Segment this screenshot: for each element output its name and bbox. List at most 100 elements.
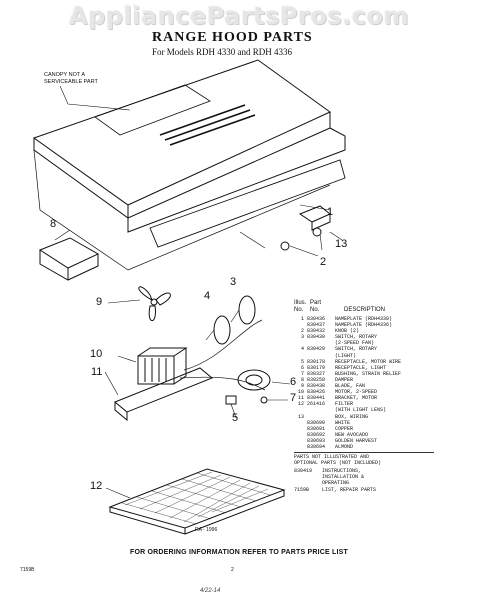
- callout-number-3: 3: [230, 276, 237, 288]
- diagram-code: RA - 1996: [195, 527, 218, 533]
- part-illus-number: 10: [297, 389, 304, 396]
- part-description: RECEPTACLE, LIGHT: [335, 364, 387, 371]
- canopy-leader-line: [59, 85, 131, 111]
- header-part: Part: [310, 300, 322, 306]
- part-number: 830437: [307, 322, 326, 329]
- part-description: NEW AVOCADO: [335, 431, 369, 438]
- part-illus-number: 13: [297, 413, 304, 420]
- wiring-box: [298, 205, 331, 231]
- part-description: ALMOND: [335, 443, 354, 450]
- part-number: 830327: [307, 370, 326, 377]
- canopy-callout-line-1: CANOPY NOT A: [44, 72, 86, 78]
- grease-filter: [108, 468, 286, 535]
- callout-number-12: 12: [90, 480, 103, 492]
- part-description: BUSHING, STRAIN RELIEF: [335, 370, 402, 377]
- document-number: 7159B: [20, 567, 35, 573]
- header-illus-col: Illus. No.: [294, 300, 310, 314]
- motor-wire-receptacle: [225, 395, 237, 419]
- optional-part-description: LIST, REPAIR PARTS: [322, 486, 377, 493]
- motor: [137, 347, 188, 385]
- hood-front-lip: [127, 127, 346, 233]
- watermark: AppliancePartsPros.com: [69, 2, 409, 30]
- damper-box: [38, 237, 100, 281]
- ordering-info-footer: FOR ORDERING INFORMATION REFER TO PARTS …: [129, 549, 349, 556]
- filter-mesh: [121, 471, 271, 525]
- parts-row: (LIGHT): [294, 353, 434, 359]
- part-description: NAMEPLATE (RDH4330): [335, 316, 393, 322]
- part-number: 830691: [307, 425, 326, 432]
- hood-side-left: [33, 138, 129, 219]
- part-number: 830179: [307, 364, 326, 371]
- part-description: NAMEPLATE (RDH4336): [335, 322, 393, 329]
- optional-parts-row: OPERATING: [294, 480, 434, 486]
- part-description: KNOB (2): [335, 328, 360, 335]
- strain-relief-bushing: [260, 396, 288, 404]
- part-illus-number: 12: [297, 401, 304, 408]
- hood-vent-slots: [159, 104, 256, 146]
- motor-bracket: [104, 367, 213, 422]
- header-description: DESCRIPTION: [344, 307, 386, 313]
- part-description: MOTOR, 2-SPEED: [335, 389, 378, 396]
- part-illus-number: 11: [297, 395, 304, 402]
- optional-parts-heading: PARTS NOT ILLUSTRATED AND OPTIONAL PARTS…: [294, 454, 434, 466]
- callout-number-5: 5: [232, 412, 239, 424]
- parts-row: (2-SPEED FAN): [294, 340, 434, 346]
- part-number: 830694: [307, 443, 326, 450]
- header-illus-no: No.: [294, 307, 304, 313]
- part-description: (WITH LIGHT LENS): [335, 407, 387, 414]
- header-part-col: Part No.: [310, 300, 344, 314]
- fan-blade: [138, 286, 171, 322]
- handwritten-note: 4/22-14: [200, 588, 221, 594]
- callout-number-1: 1: [327, 206, 334, 218]
- part-number: 830690: [307, 419, 326, 426]
- hood-lower-edge: [33, 149, 331, 271]
- part-illus-number: 8: [300, 376, 304, 383]
- part-illus-number: 4: [300, 346, 304, 353]
- part-description: GOLDEN HARVEST: [335, 437, 378, 444]
- control-knobs: [280, 227, 322, 251]
- part-description: WHITE: [335, 419, 351, 426]
- part-number: 830258: [307, 376, 326, 383]
- header-part-no: No.: [310, 307, 320, 313]
- parts-list-header: Illus. No. Part No. DESCRIPTION: [294, 300, 434, 314]
- callout-number-2: 2: [320, 256, 327, 268]
- part-description: BOX, WIRING: [335, 413, 369, 420]
- optional-heading-line-1: PARTS NOT ILLUSTRATED AND: [294, 454, 370, 461]
- part-illus-number: 2: [300, 328, 304, 335]
- hood-top-panel: [94, 84, 211, 136]
- callout-number-9: 9: [96, 296, 103, 308]
- optional-parts-row: INSTALLATION &: [294, 474, 434, 480]
- light-receptacle: [237, 369, 271, 391]
- canopy-callout: CANOPY NOT A SERVICEABLE PART: [44, 72, 98, 86]
- parts-row: 830690 WHITE: [294, 420, 434, 426]
- part-illus-number: [294, 444, 307, 450]
- callout-number-6: 6: [290, 376, 297, 388]
- part-description: SWITCH, ROTARY: [335, 334, 378, 341]
- optional-part-description: INSTALLATION &: [322, 474, 365, 481]
- canopy-callout-line-2: SERVICEABLE PART: [44, 79, 98, 85]
- optional-part-description: OPERATING: [322, 480, 350, 487]
- rotary-switches: [205, 295, 256, 345]
- part-number: 830429: [307, 346, 326, 353]
- control-panel-strip: [149, 159, 346, 248]
- page-subtitle: For Models RDH 4330 and RDH 4336: [152, 47, 293, 57]
- part-number: 830692: [307, 431, 326, 438]
- parts-divider: [294, 452, 434, 454]
- callout-number-13: 13: [335, 238, 348, 250]
- parts-row: (WITH LIGHT LENS): [294, 407, 434, 413]
- part-description: BLADE, FAN: [335, 383, 366, 390]
- part-number: 830430: [307, 334, 326, 341]
